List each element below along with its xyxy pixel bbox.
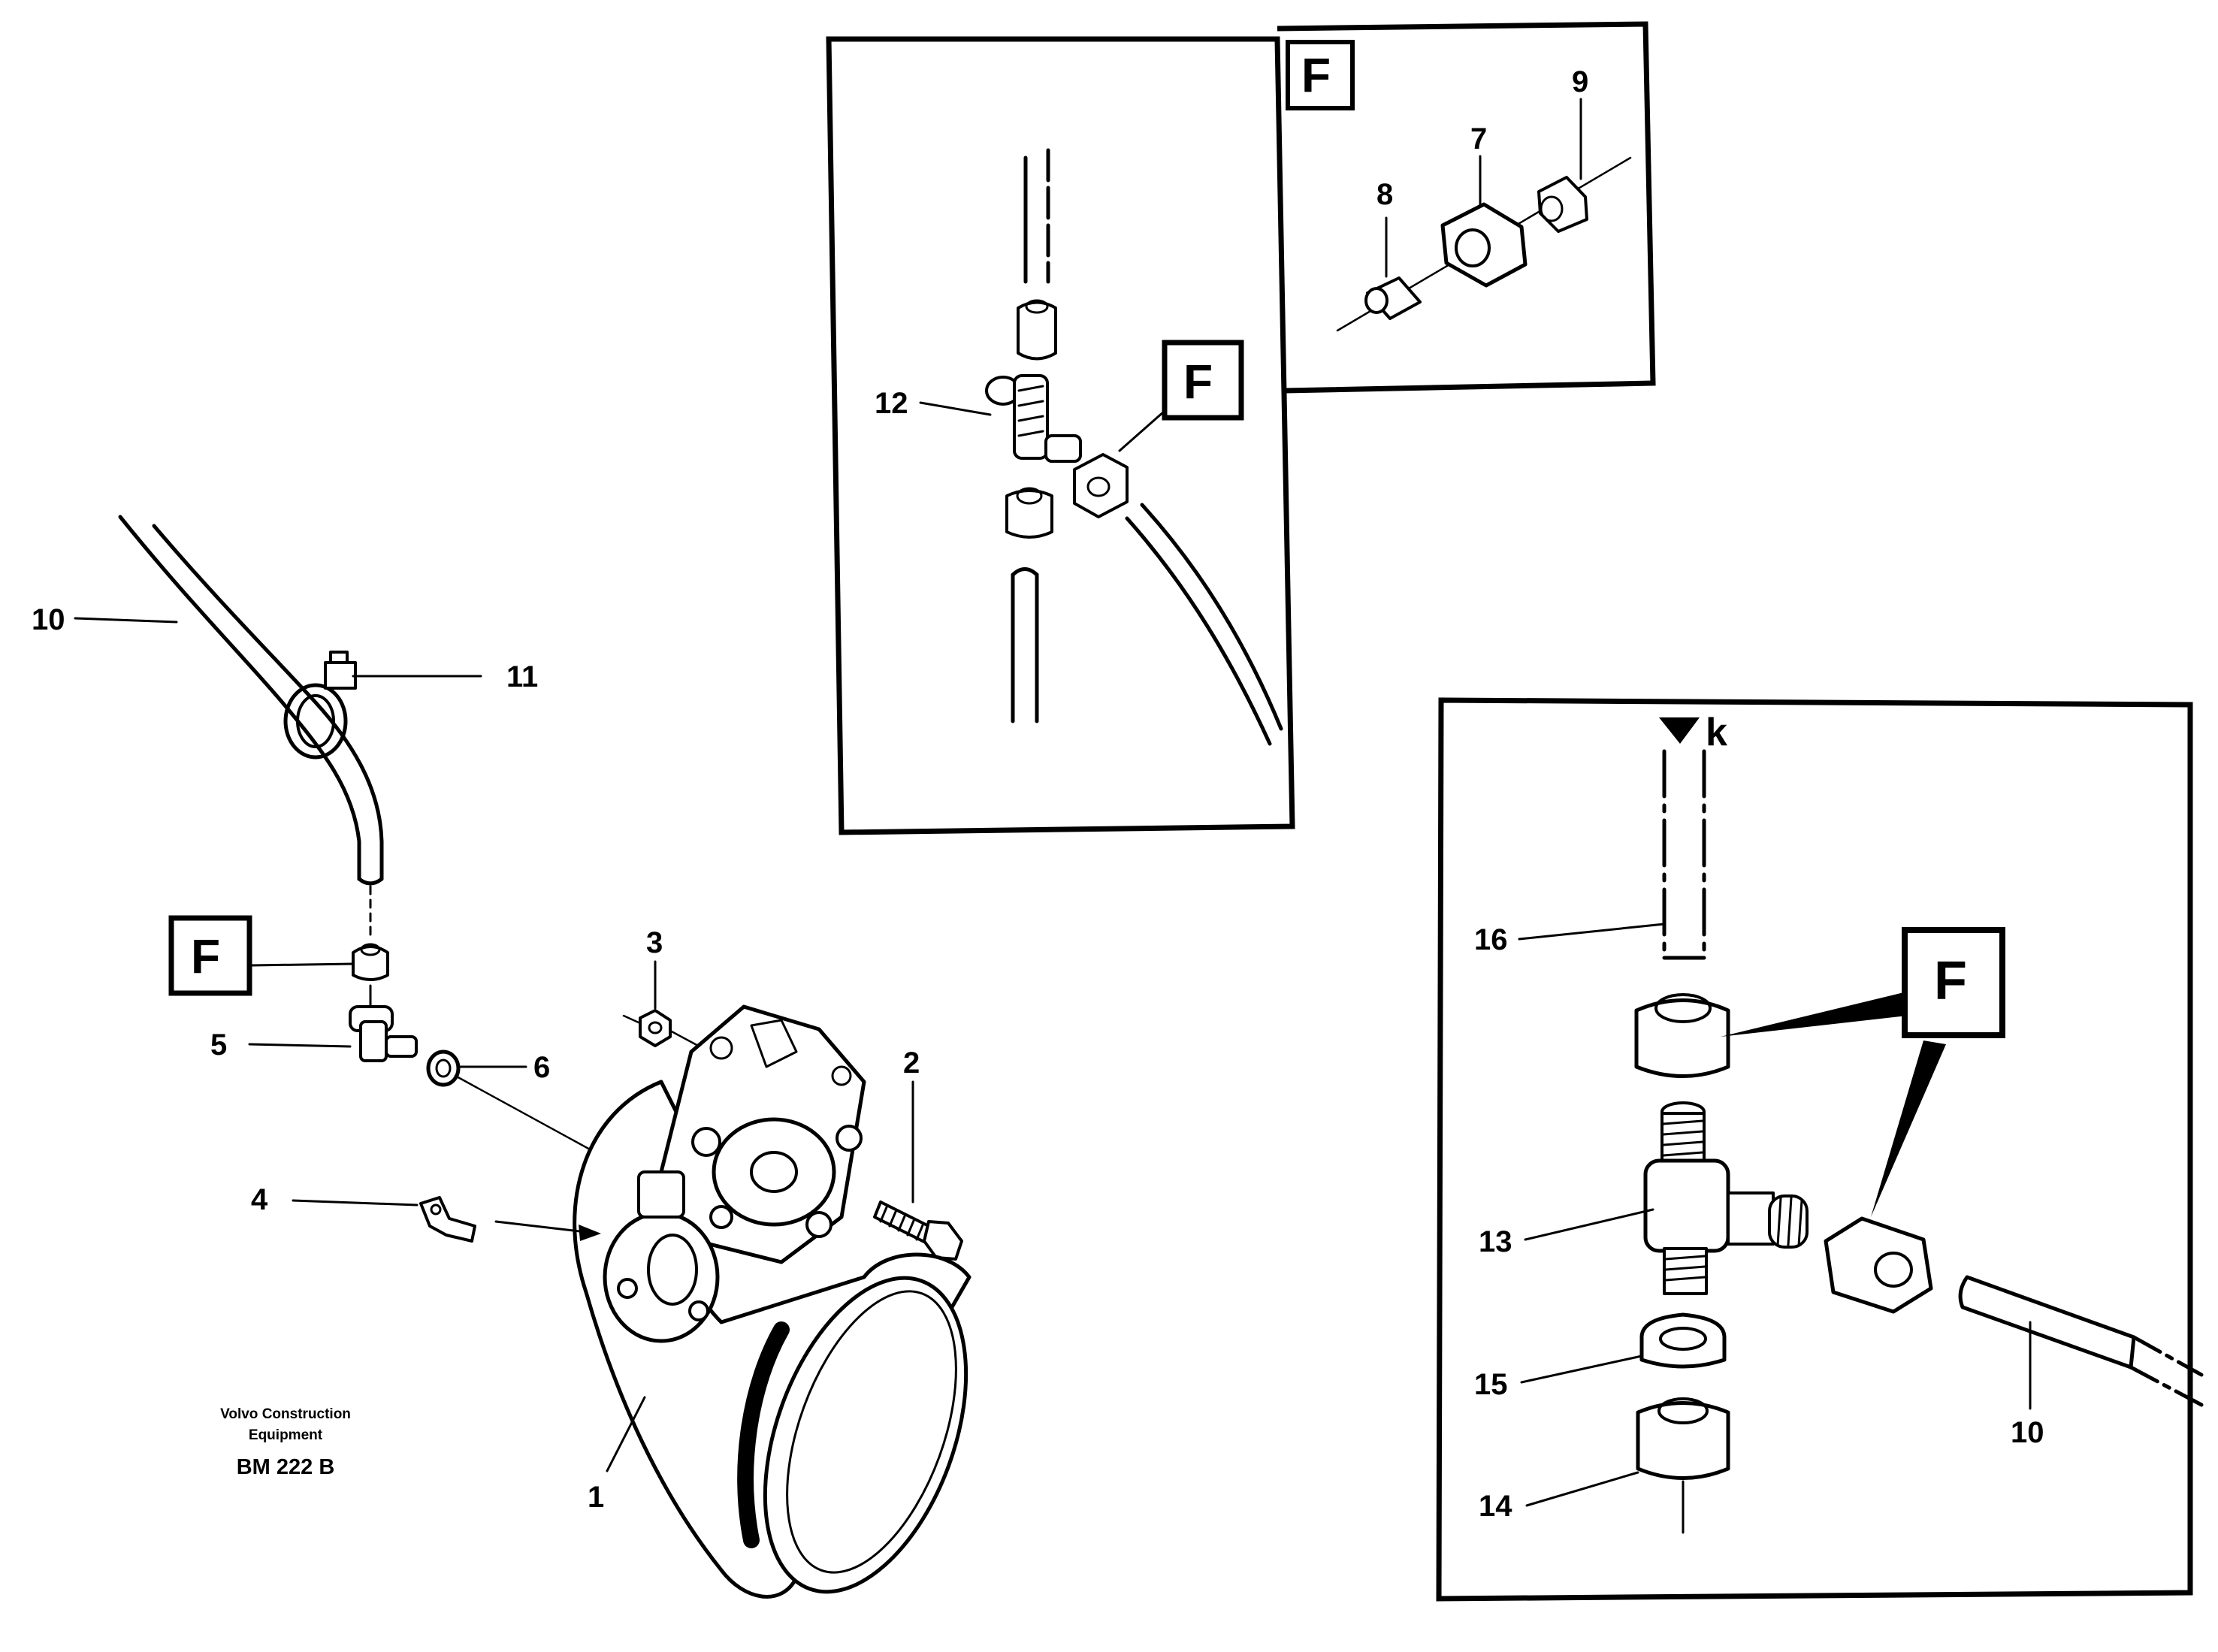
flow-marker-text: k <box>1706 711 1727 754</box>
clip-11 <box>283 651 357 760</box>
bolt-2 <box>873 1200 963 1261</box>
tee-5 <box>349 984 418 1062</box>
washer-6 <box>426 1049 461 1087</box>
marker-f-top-a <box>1286 40 1355 110</box>
cylinder <box>603 1170 720 1343</box>
marker-f-right <box>1902 927 2005 1038</box>
label-6: 6 <box>533 1051 550 1084</box>
label-7: 7 <box>1470 122 1487 156</box>
marker-f-main-text: F <box>191 929 220 983</box>
arrow-4 <box>494 1220 601 1241</box>
credit-line2: Equipment <box>249 1427 323 1443</box>
label-5: 5 <box>210 1028 227 1062</box>
label-8: 8 <box>1376 178 1393 211</box>
label-9: 9 <box>1572 65 1588 98</box>
marker-f-top-b-text: F <box>1183 355 1213 409</box>
hose-10 <box>118 515 384 886</box>
label-16: 16 <box>1474 923 1508 956</box>
detail-panel-right: k 16 13 15 <box>1436 697 2204 1602</box>
label-4: 4 <box>251 1183 268 1216</box>
label-10b: 10 <box>2011 1416 2044 1449</box>
marker-f-top-a-text: F <box>1301 48 1331 102</box>
label-13: 13 <box>1479 1225 1512 1258</box>
label-14: 14 <box>1479 1490 1512 1523</box>
marker-f-main <box>168 915 252 996</box>
label-1: 1 <box>588 1481 604 1514</box>
label-11: 11 <box>506 660 538 693</box>
marker-f-right-text: F <box>1934 951 1967 1011</box>
label-15: 15 <box>1474 1368 1508 1401</box>
valve-body <box>659 1004 866 1264</box>
label-2: 2 <box>903 1046 920 1080</box>
label-10: 10 <box>32 603 65 636</box>
label-3: 3 <box>646 926 663 959</box>
marker-f-top-b <box>1162 340 1244 421</box>
label-12: 12 <box>875 387 908 420</box>
credit-line1: Volvo Construction <box>220 1406 351 1422</box>
flow-arrow <box>1659 717 1700 744</box>
nut-f <box>352 943 389 981</box>
detail-panel-top: F 12 F 8 <box>826 21 1656 835</box>
credit-code: BM 222 B <box>237 1455 335 1479</box>
bracket-4 <box>419 1196 476 1243</box>
main-assembly: 10 11 F 5 6 3 2 4 1 Volvo Construction E… <box>32 515 972 1599</box>
